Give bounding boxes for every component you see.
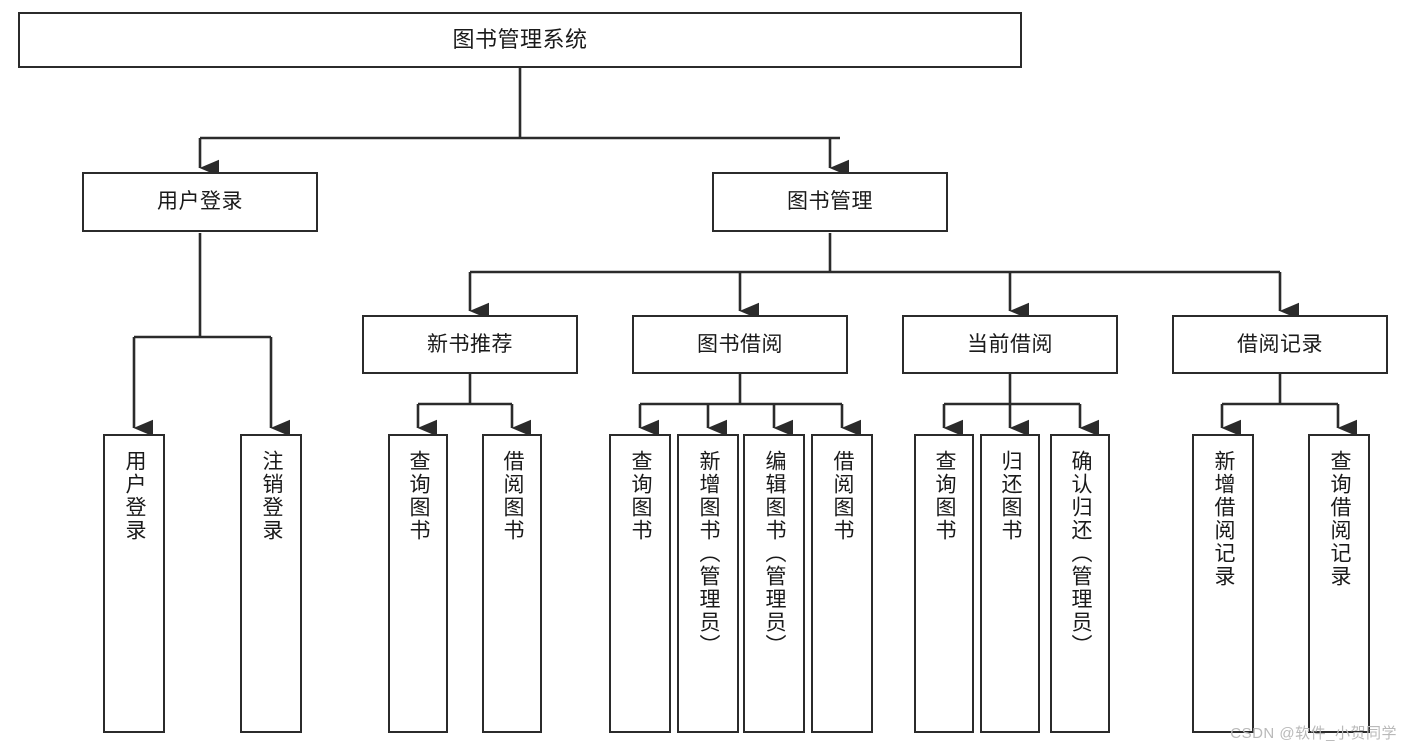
node-current-borrowing[interactable]: 当前借阅: [902, 315, 1118, 374]
node-label: 新书推荐: [427, 332, 513, 356]
node-label: 图书借阅: [697, 332, 783, 356]
node-label: 借阅记录: [1237, 332, 1323, 356]
node-label: 借阅图书: [831, 450, 855, 542]
node-label: 确认归还（管理员）: [1069, 450, 1093, 657]
node-label: 查询图书: [407, 450, 431, 542]
node-label: 查询借阅记录: [1328, 450, 1352, 588]
node-label: 编辑图书（管理员）: [763, 450, 787, 657]
node-label: 归还图书: [999, 450, 1023, 542]
leaf-record-query-borrow-record[interactable]: 查询借阅记录: [1308, 434, 1370, 733]
leaf-current-query-book[interactable]: 查询图书: [914, 434, 974, 733]
leaf-new-book-borrow-book[interactable]: 借阅图书: [482, 434, 542, 733]
node-label: 图书管理: [787, 190, 873, 214]
node-label: 图书管理系统: [452, 26, 588, 52]
node-user-login[interactable]: 用户登录: [82, 172, 318, 232]
leaf-current-return-book[interactable]: 归还图书: [980, 434, 1040, 733]
leaf-borrow-add-book-admin[interactable]: 新增图书（管理员）: [677, 434, 739, 733]
leaf-borrow-borrow-book[interactable]: 借阅图书: [811, 434, 873, 733]
node-borrow-records[interactable]: 借阅记录: [1172, 315, 1388, 374]
node-label: 注销登录: [260, 450, 284, 542]
leaf-current-confirm-return-admin[interactable]: 确认归还（管理员）: [1050, 434, 1110, 733]
leaf-user-login-logout[interactable]: 注销登录: [240, 434, 302, 733]
node-book-borrowing[interactable]: 图书借阅: [632, 315, 848, 374]
node-label: 查询图书: [933, 450, 957, 542]
leaf-borrow-edit-book-admin[interactable]: 编辑图书（管理员）: [743, 434, 805, 733]
node-new-book-recommendation[interactable]: 新书推荐: [362, 315, 578, 374]
node-book-management[interactable]: 图书管理: [712, 172, 948, 232]
node-label: 用户登录: [123, 450, 147, 542]
leaf-borrow-query-book[interactable]: 查询图书: [609, 434, 671, 733]
leaf-user-login-login[interactable]: 用户登录: [103, 434, 165, 733]
node-label: 新增图书（管理员）: [697, 450, 721, 657]
node-label: 当前借阅: [967, 332, 1053, 356]
leaf-record-add-borrow-record[interactable]: 新增借阅记录: [1192, 434, 1254, 733]
node-label: 新增借阅记录: [1212, 450, 1236, 588]
node-label: 查询图书: [629, 450, 653, 542]
node-root-book-management-system[interactable]: 图书管理系统: [18, 12, 1022, 68]
node-label: 借阅图书: [501, 450, 525, 542]
leaf-new-book-query-book[interactable]: 查询图书: [388, 434, 448, 733]
node-label: 用户登录: [157, 190, 243, 214]
